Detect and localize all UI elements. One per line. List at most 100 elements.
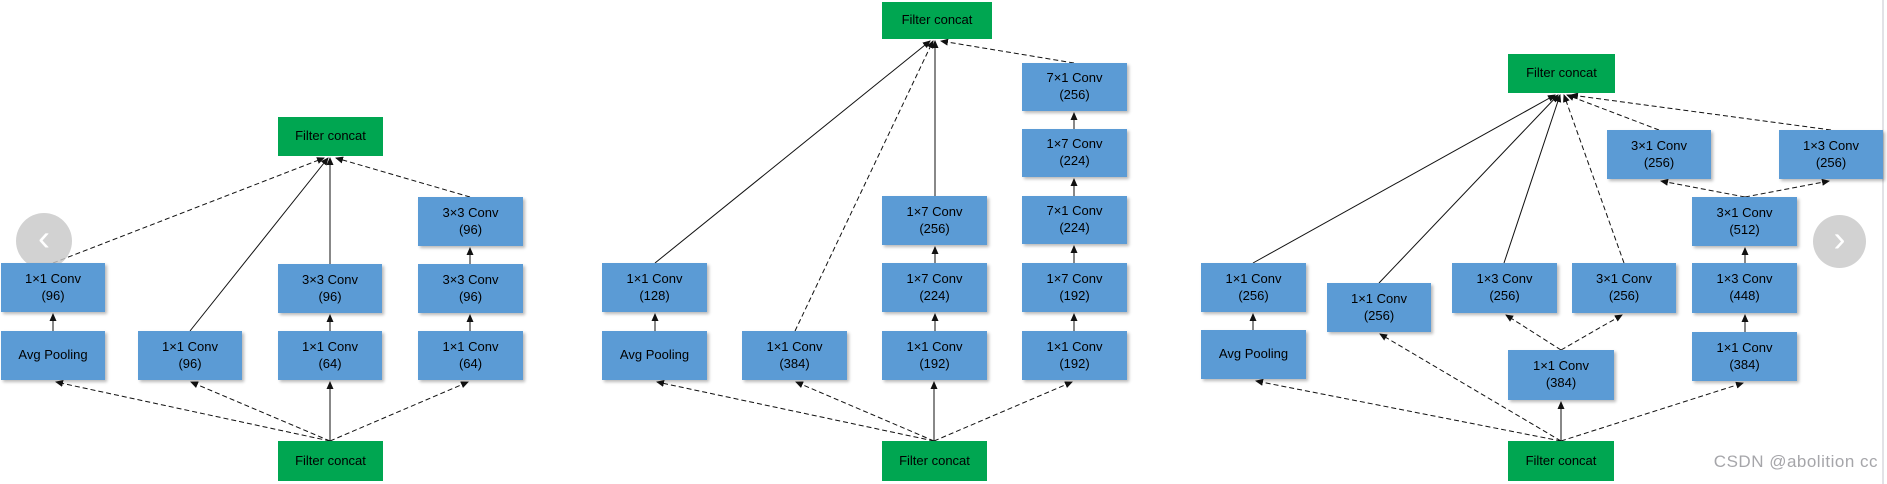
node-label: Avg Pooling (18, 347, 88, 363)
node-label: 1×1 Conv (1350, 290, 1407, 306)
inception-block-b-branch1-avg-pooling: Avg Pooling (602, 331, 707, 380)
inception-block-b-branch4-7x1-conv-224: 7×1 Conv(224) (1022, 196, 1127, 244)
node-sublabel: (224) (1059, 220, 1090, 235)
inception-block-b-branch4-7x1-conv-256: 7×1 Conv(256) (1022, 63, 1127, 111)
inception-block-a-branch1-1x1-conv-96: 1×1 Conv(96) (1, 263, 105, 312)
inception-block-a-edge (190, 381, 331, 442)
node-sublabel: (96) (178, 355, 202, 371)
inception-block-b-branch3-1x7-conv-256: 1×7 Conv(256) (882, 196, 987, 245)
csdn-watermark: CSDN @abolition cc (1713, 452, 1878, 471)
inception-block-b-edge (656, 380, 935, 442)
node-label: Filter concat (1525, 452, 1597, 468)
chevron-left-icon: ‹ (38, 217, 50, 258)
inception-block-c-branch4-3x1-conv-512: 3×1 Conv(512) (1692, 197, 1797, 246)
node-label: 1×1 Conv (24, 270, 81, 286)
node-label: 3×3 Conv (442, 204, 499, 220)
inception-block-c-edge (1563, 94, 1625, 264)
inception-block-a-top-filter-concat: Filter concat (278, 117, 383, 156)
node-label: 1×7 Conv (1046, 136, 1103, 152)
node-label: 3×1 Conv (1595, 271, 1652, 287)
inception-block-b-edge (795, 381, 935, 442)
inception-block-c-branch1-avg-pooling: Avg Pooling (1201, 330, 1306, 379)
node-label: 1×1 Conv (442, 338, 499, 354)
node-sublabel: (256) (1815, 154, 1847, 170)
node-sublabel: (512) (1729, 221, 1760, 237)
inception-block-c-bottom-filter-concat: Filter concat (1508, 441, 1614, 481)
node-label: 1×1 Conv (1716, 339, 1773, 355)
node-label: Filter concat (901, 12, 973, 28)
inception-block-a-edge (52, 157, 325, 264)
node-sublabel: (96) (41, 287, 65, 303)
node-sublabel: (96) (458, 221, 483, 237)
node-sublabel: (192) (919, 355, 950, 371)
node-label: 3×1 Conv (1630, 137, 1687, 153)
node-label: 1×1 Conv (766, 338, 823, 354)
inception-block-a-branch3-1x1-conv-64: 1×1 Conv(64) (278, 331, 382, 380)
inception-block-a-branch4-3x3-conv-96a: 3×3 Conv(96) (418, 264, 523, 313)
node-label: 3×1 Conv (1716, 204, 1773, 220)
node-sublabel: (384) (1729, 356, 1760, 372)
node-sublabel: (192) (1059, 287, 1090, 303)
inception-block-c-branch4-1x3-conv-256: 1×3 Conv(256) (1779, 130, 1883, 179)
node-label: 1×1 Conv (301, 338, 358, 354)
node-label: 1×1 Conv (1532, 358, 1589, 374)
node-label: Avg Pooling (619, 347, 690, 363)
node-label: 7×1 Conv (1046, 70, 1103, 86)
page-right-border (1882, 0, 1884, 484)
inception-block-a-edge (335, 156, 471, 198)
inception-block-a-branch3-3x3-conv-96: 3×3 Conv(96) (278, 264, 382, 313)
inception-block-c-branch3-1x3-conv-256: 1×3 Conv(256) (1452, 263, 1557, 313)
node-sublabel: (384) (1545, 375, 1577, 390)
inception-block-a-edge (55, 380, 331, 442)
node-label: 3×3 Conv (301, 271, 358, 287)
node-label: 1×3 Conv (1476, 271, 1533, 287)
node-sublabel: (64) (318, 355, 342, 371)
node-sublabel: (96) (318, 288, 342, 304)
carousel-prev-button[interactable]: ‹ (16, 213, 72, 269)
node-label: 1×1 Conv (906, 338, 963, 354)
inception-block-c-branch1-1x1-conv-256: 1×1 Conv(256) (1201, 263, 1306, 312)
node-sublabel: (256) (1608, 288, 1640, 303)
inception-block-c-top-filter-concat: Filter concat (1508, 54, 1615, 93)
carousel-next-button[interactable]: › (1813, 215, 1866, 268)
inception-block-b-branch4-1x1-conv-192: 1×1 Conv(192) (1022, 331, 1127, 380)
node-label: 3×3 Conv (442, 271, 499, 287)
node-sublabel: (96) (458, 288, 483, 304)
node-label: Filter concat (295, 452, 366, 468)
inception-block-c-edge (1660, 178, 1746, 198)
inception-block-c-branch3-1x1-conv-384: 1×1 Conv(384) (1508, 350, 1614, 400)
inception-block-c-edge (1570, 92, 1832, 131)
inception-block-c-branch4-3x1-conv-256: 3×1 Conv(256) (1607, 130, 1711, 179)
inception-block-b-branch3-1x7-conv-224: 1×7 Conv(224) (882, 263, 987, 312)
inception-block-c-branch2-1x1-conv-256: 1×1 Conv(256) (1327, 283, 1431, 332)
node-label: 1×1 Conv (1046, 338, 1103, 354)
node-sublabel: (256) (1643, 154, 1675, 170)
node-sublabel: (224) (919, 287, 950, 303)
inception-block-b-top-filter-concat: Filter concat (882, 2, 992, 39)
node-sublabel: (64) (458, 355, 483, 371)
node-label: Avg Pooling (1218, 346, 1289, 362)
inception-block-b-branch1-1x1-conv-128: 1×1 Conv(128) (602, 263, 707, 312)
inception-block-b-branch2-1x1-conv-384: 1×1 Conv(384) (742, 331, 847, 380)
inception-block-c-edge (1252, 94, 1556, 264)
inception-block-b-edge (933, 381, 1073, 442)
inception-block-c-edge (1744, 178, 1830, 198)
node-label: 1×3 Conv (1802, 137, 1859, 153)
node-sublabel: (128) (639, 287, 670, 303)
inception-block-c-branch4-1x1-conv-384: 1×1 Conv(384) (1692, 332, 1797, 381)
node-sublabel: (224) (1059, 153, 1090, 168)
inception-block-b-edge (940, 38, 1075, 64)
node-sublabel: (256) (1238, 287, 1269, 303)
node-sublabel: (256) (1489, 288, 1520, 303)
inception-block-b-branch4-1x7-conv-224: 1×7 Conv(224) (1022, 129, 1127, 177)
chevron-right-icon: › (1833, 217, 1846, 259)
inception-block-a-bottom-filter-concat: Filter concat (278, 441, 383, 481)
node-label: 1×1 Conv (161, 338, 218, 354)
node-sublabel: (448) (1729, 288, 1760, 303)
inception-block-b-branch4-1x7-conv-192: 1×7 Conv(192) (1022, 263, 1127, 312)
node-label: Filter concat (1526, 65, 1597, 81)
inception-block-b-branch3-1x1-conv-192: 1×1 Conv(192) (882, 331, 987, 380)
inception-block-a-branch4-1x1-conv-64: 1×1 Conv(64) (418, 331, 523, 380)
inception-block-c-edge (1566, 94, 1660, 131)
node-label: 1×7 Conv (906, 270, 963, 286)
